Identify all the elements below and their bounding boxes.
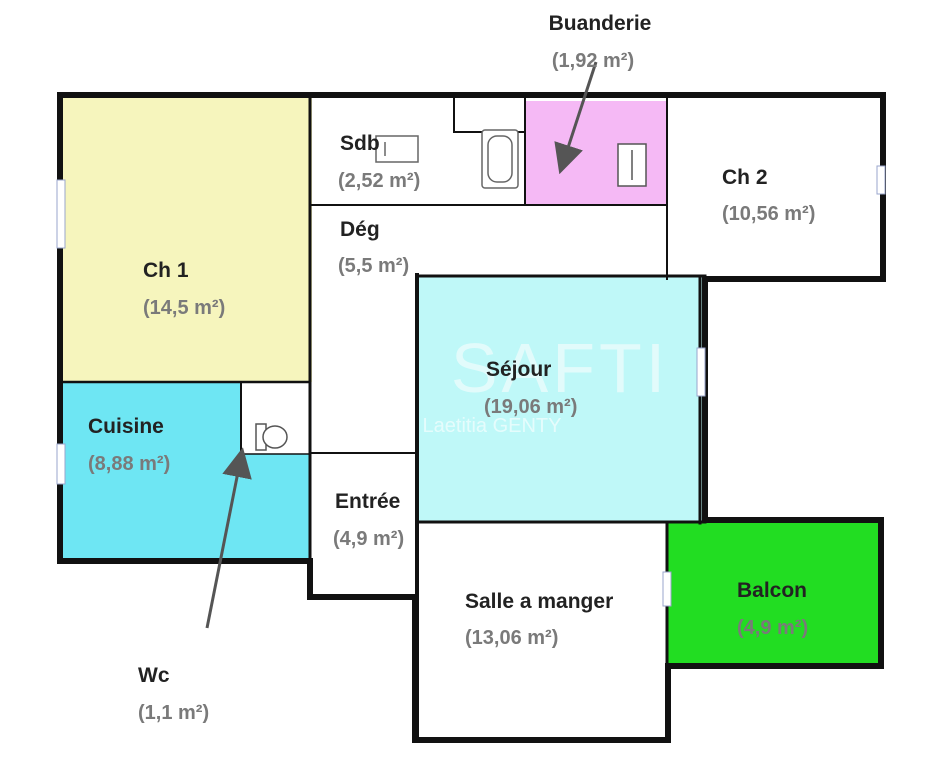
- label-buanderie-name: Buanderie: [549, 12, 652, 35]
- label-cuisine-area: (8,88 m²): [88, 453, 170, 475]
- svg-text:Laetitia GENTY: Laetitia GENTY: [423, 415, 562, 437]
- room-ch2: [666, 98, 880, 276]
- room-ch1: [63, 98, 312, 382]
- label-ch1-name: Ch 1: [143, 259, 189, 282]
- label-salle-area: (13,06 m²): [465, 627, 558, 649]
- washing-machine-icon: [617, 143, 647, 187]
- toilet-icon: [255, 423, 288, 451]
- label-wc-name: Wc: [138, 664, 170, 687]
- label-entree-name: Entrée: [335, 490, 400, 513]
- label-entree-area: (4,9 m²): [333, 528, 404, 550]
- room-balcon: [667, 523, 879, 664]
- bathtub-icon: [481, 129, 519, 189]
- label-ch2-name: Ch 2: [722, 166, 768, 189]
- svg-text:SAFTI: SAFTI: [451, 329, 669, 407]
- label-salle-name: Salle a manger: [465, 590, 613, 613]
- sink-icon: [375, 135, 419, 163]
- label-deg-area: (5,5 m²): [338, 255, 409, 277]
- label-wc-area: (1,1 m²): [138, 702, 209, 724]
- label-ch1-area: (14,5 m²): [143, 297, 225, 319]
- wc-arrow: [205, 447, 252, 629]
- walls: [57, 92, 886, 743]
- label-sdb-area: (2,52 m²): [338, 170, 420, 192]
- label-sejour-name: Séjour: [486, 358, 551, 381]
- label-balcon-name: Balcon: [737, 579, 807, 602]
- label-buanderie-area: (1,92 m²): [552, 50, 634, 72]
- label-sejour-area: (19,06 m²): [484, 396, 577, 418]
- watermark: SAFTI Laetitia GENTY: [423, 329, 669, 437]
- label-sdb-name: Sdb: [340, 132, 380, 155]
- label-ch2-area: (10,56 m²): [722, 203, 815, 225]
- label-balcon-area: (4,9 m²): [737, 617, 808, 639]
- windows: [56, 165, 886, 607]
- buanderie-arrow: [554, 61, 598, 175]
- label-cuisine-name: Cuisine: [88, 415, 164, 438]
- room-sejour: [418, 277, 702, 523]
- label-deg-name: Dég: [340, 218, 380, 241]
